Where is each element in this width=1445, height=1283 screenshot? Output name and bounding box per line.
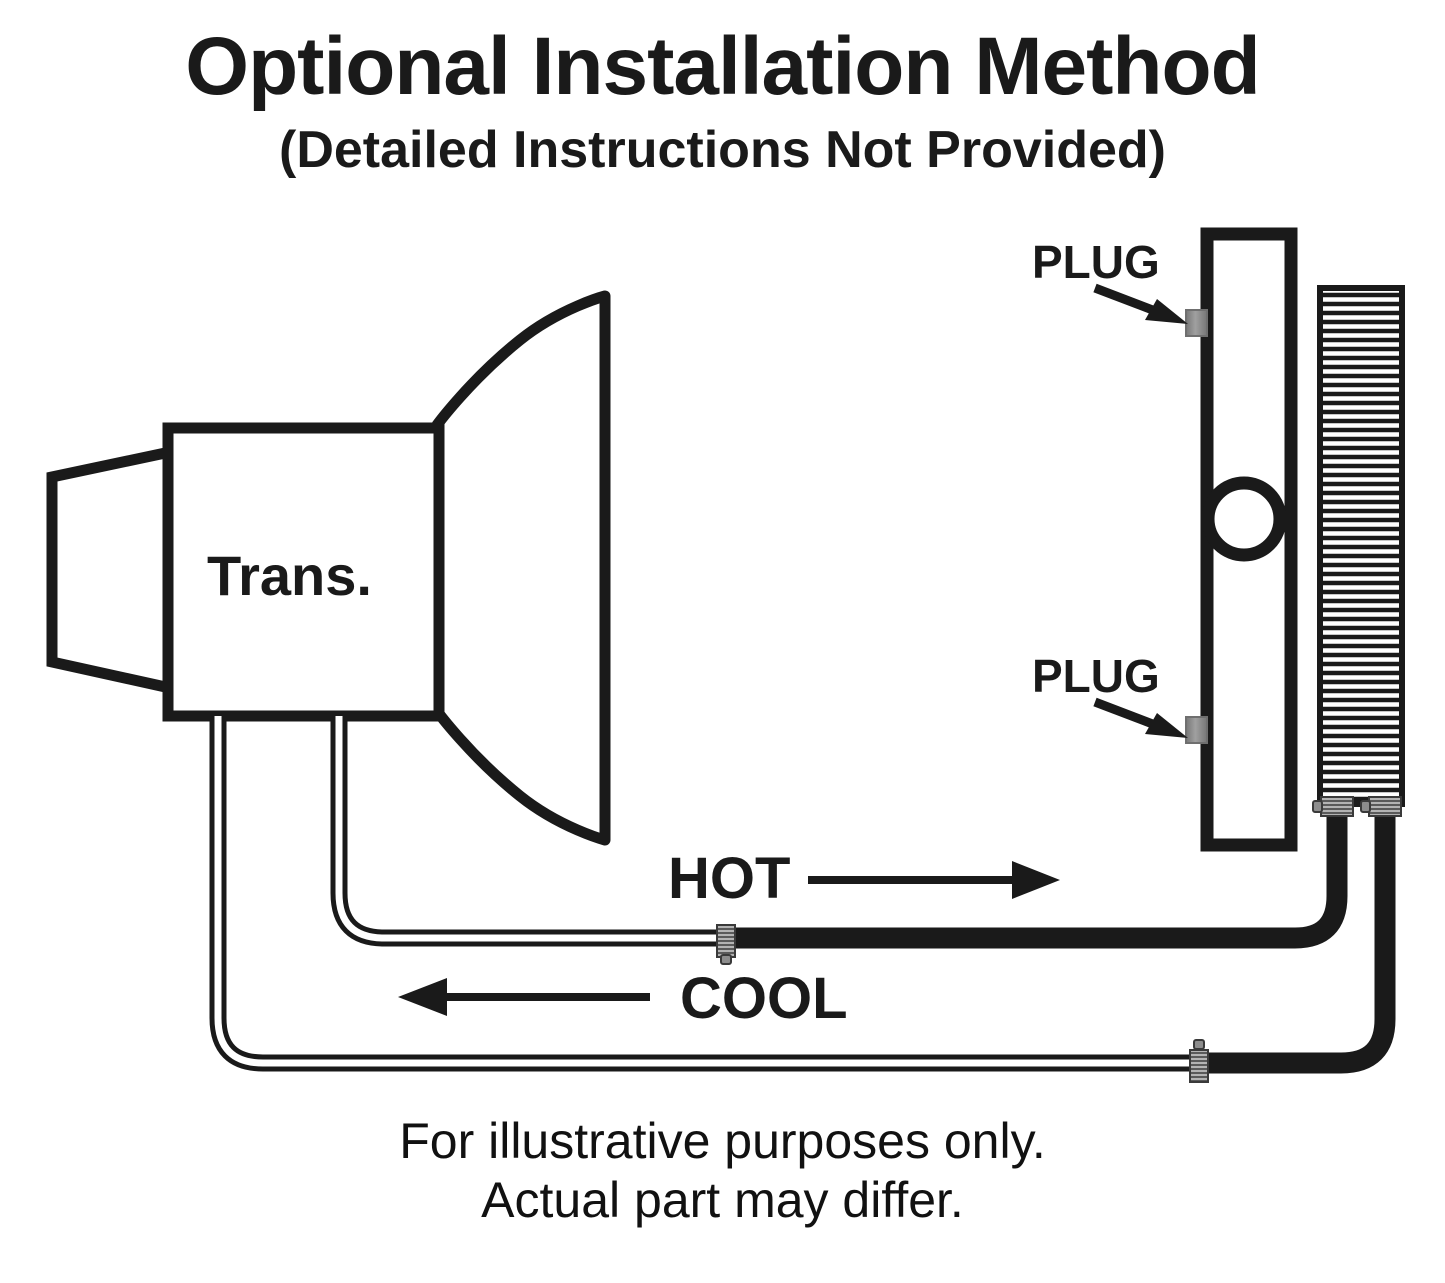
radiator [1200, 227, 1298, 852]
transmission-assembly: Trans. [46, 290, 611, 846]
page-title: Optional Installation Method [185, 21, 1260, 112]
tailshaft-flange [46, 445, 176, 695]
plug-upper-arrow-icon [1093, 283, 1188, 324]
flow-indicator-cool: COOL [398, 966, 848, 1031]
hose-clamp-cooler-left [1312, 796, 1354, 817]
callout-plug-lower: PLUG [1032, 650, 1188, 738]
cooler-core [1317, 285, 1405, 807]
hot-rubber-hose [731, 806, 1348, 949]
cool-flow-label: COOL [680, 966, 848, 1031]
transmission-case [162, 422, 445, 722]
bellhousing-shape [431, 290, 611, 846]
radiator-filler-neck [1201, 476, 1287, 562]
caption-line-2: Actual part may differ. [481, 1172, 964, 1228]
hose-clamp-hot [716, 924, 736, 965]
callout-plug-upper: PLUG [1032, 236, 1188, 324]
transmission-label: Trans. [207, 544, 372, 607]
cooler-fins [1322, 292, 1400, 802]
hot-flow-label: HOT [668, 846, 790, 911]
plug-lower-label: PLUG [1032, 650, 1160, 702]
caption-block: For illustrative purposes only. Actual p… [0, 1112, 1445, 1230]
caption-line-1: For illustrative purposes only. [399, 1113, 1046, 1169]
flow-indicator-hot: HOT [668, 846, 1060, 911]
cool-return-metal-line-fill [214, 716, 1196, 1067]
title-block: Optional Installation Method (Detailed I… [0, 0, 1445, 179]
hot-arrow-right-icon [808, 861, 1060, 899]
plug-fitting-lower [1185, 716, 1208, 744]
hose-clamp-cool [1189, 1039, 1209, 1083]
cool-arrow-left-icon [398, 978, 650, 1016]
plug-lower-arrow-icon [1093, 697, 1188, 738]
hose-clamp-cooler-right [1360, 796, 1402, 817]
plug-upper-label: PLUG [1032, 236, 1160, 288]
hot-feed-metal-line-fill [335, 716, 726, 942]
cool-rubber-hose [1201, 806, 1396, 1074]
plug-fitting-upper [1185, 309, 1208, 337]
page-subtitle: (Detailed Instructions Not Provided) [279, 121, 1166, 179]
